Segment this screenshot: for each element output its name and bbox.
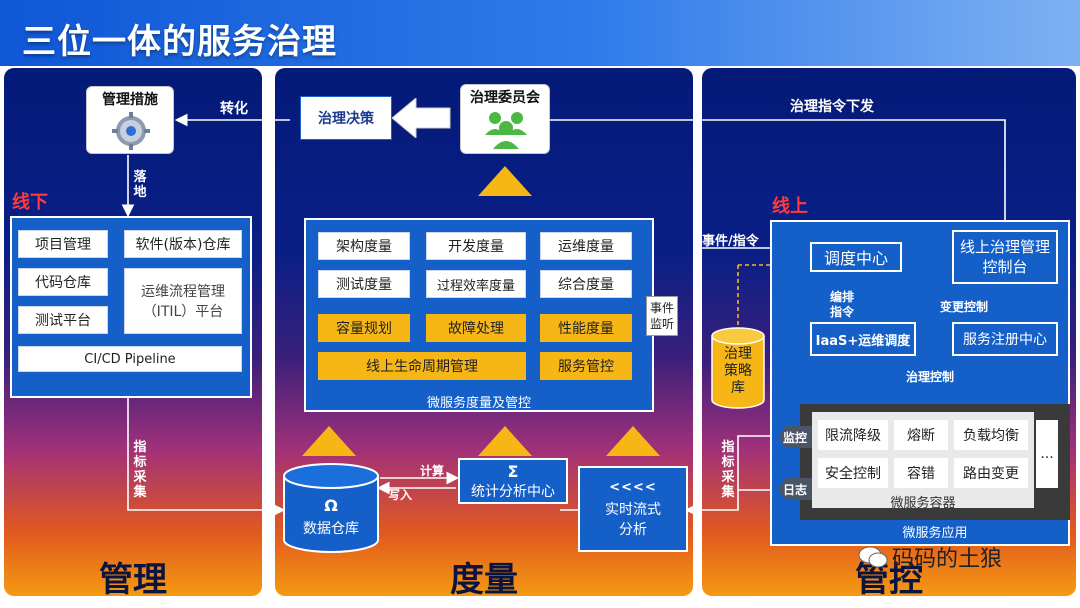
circuit-breaker-item: 熔断 [894, 420, 948, 450]
test-metric-item: 测试度量 [318, 270, 410, 298]
command-dispatch-label: 治理指令下发 [790, 99, 874, 115]
database-icon [283, 463, 379, 553]
stream-analysis-box: <<<< 实时流式分析 [578, 466, 688, 552]
db-symbol: Ω [324, 496, 338, 515]
ops-metric-item: 运维度量 [540, 232, 632, 260]
arrow-up-icon [478, 166, 532, 196]
committee-box: 治理委员会 [460, 84, 550, 154]
microservice-app-label: 微服务应用 [902, 526, 968, 541]
online-console-box: 线上治理管理控制台 [952, 230, 1058, 284]
stream-analysis-label: 实时流式分析 [605, 501, 661, 538]
page-title: 三位一体的服务治理 [22, 22, 337, 62]
lifecycle-mgmt-item: 线上生命周期管理 [318, 352, 526, 380]
sigma-icon: Σ [507, 461, 519, 481]
write-label: 写入 [388, 488, 413, 502]
manage-panel-title: 管理 [99, 560, 167, 600]
control-metric-collect-label: 指标采集 [721, 440, 735, 500]
cicd-pipeline-item: CI/CD Pipeline [18, 346, 242, 372]
compute-label: 计算 [420, 464, 445, 478]
fault-handling-item: 故障处理 [426, 314, 526, 342]
arrow-up-icon [302, 426, 356, 456]
service-control-item: 服务管控 [540, 352, 632, 380]
arch-metric-item: 架构度量 [318, 232, 410, 260]
arrow-up-icon [606, 426, 660, 456]
more-item: ... [1036, 420, 1058, 488]
manage-measures-label: 管理措施 [102, 92, 158, 108]
committee-label: 治理委员会 [470, 90, 540, 106]
log-tag: 日志 [778, 478, 812, 500]
composite-metric-item: 综合度量 [540, 270, 632, 298]
stream-symbol: <<<< [609, 479, 657, 495]
convert-label: 转化 [220, 101, 248, 117]
control-panel-title: 管控 [855, 560, 923, 600]
landing-label: 落地 [133, 170, 147, 200]
title-bar [0, 0, 1080, 66]
event-command-label: 事件/指令 [702, 234, 759, 249]
stats-center-label: 统计分析中心 [471, 483, 555, 500]
offline-label: 线下 [12, 192, 48, 213]
route-change-item: 路由变更 [954, 458, 1028, 488]
orchestrate-label: 编排指令 [829, 290, 854, 319]
watermark: 码码的土狼 [858, 540, 1058, 574]
policy-db-icon [711, 327, 765, 409]
arrow-left-icon [392, 98, 451, 138]
code-repo-item: 代码仓库 [18, 268, 108, 296]
service-registry-box: 服务注册中心 [952, 322, 1058, 356]
manage-measures-box: 管理措施 [86, 86, 174, 154]
itil-platform-item: 运维流程管理（ITIL）平台 [124, 268, 242, 334]
decision-doc: 治理决策 [300, 96, 392, 140]
software-repo-item: 软件(版本)仓库 [124, 230, 242, 258]
measure-panel-title: 度量 [450, 560, 518, 600]
wechat-icon [858, 546, 888, 568]
fault-tolerance-item: 容错 [894, 458, 948, 488]
online-label: 线上 [772, 196, 808, 217]
change-control-label: 变更控制 [940, 300, 989, 314]
dispatch-center-box: 调度中心 [810, 242, 902, 272]
iaas-dispatch-box: IaaS+运维调度 [810, 322, 916, 356]
test-platform-item: 测试平台 [18, 306, 108, 334]
performance-metric-item: 性能度量 [540, 314, 632, 342]
dev-metric-item: 开发度量 [426, 232, 526, 260]
monitor-tag: 监控 [778, 426, 812, 448]
security-control-item: 安全控制 [818, 458, 888, 488]
rate-limit-item: 限流降级 [818, 420, 888, 450]
capacity-planning-item: 容量规划 [318, 314, 410, 342]
policy-db-label: 治理策略库 [724, 346, 752, 396]
db-label: 数据仓库 [303, 521, 359, 537]
event-monitor-label: 事件监听 [646, 296, 678, 336]
gear-icon [112, 112, 150, 150]
load-balance-item: 负载均衡 [954, 420, 1028, 450]
manage-metric-collect-label: 指标采集 [133, 440, 147, 500]
project-mgmt-item: 项目管理 [18, 230, 108, 258]
microservice-metrics-title: 微服务度量及管控 [426, 396, 531, 411]
stats-center-box: Σ 统计分析中心 [458, 458, 568, 504]
watermark-text: 码码的土狼 [892, 547, 1003, 572]
process-metric-item: 过程效率度量 [426, 270, 526, 298]
gov-control-label: 治理控制 [906, 370, 955, 384]
microservice-container-label: 微服务容器 [890, 496, 956, 511]
people-group-icon [485, 112, 527, 149]
arrow-up-icon [478, 426, 532, 456]
